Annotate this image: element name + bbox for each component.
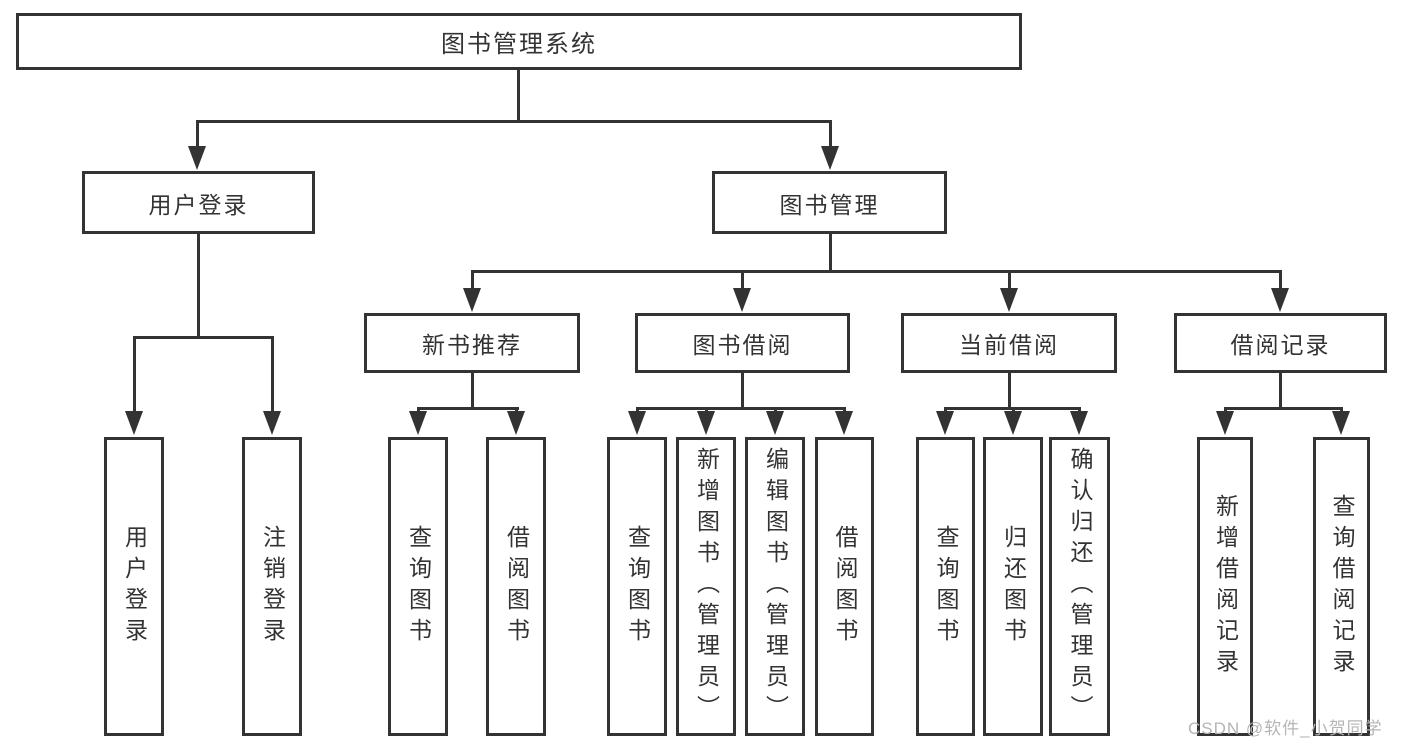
arrow-down-icon <box>697 411 715 435</box>
arrow-down-icon <box>463 288 481 312</box>
leaf-label: 查询图书 <box>624 524 651 649</box>
connector-level2-bus <box>196 120 832 123</box>
connector-trunk <box>471 373 474 409</box>
connector-stub <box>741 273 744 291</box>
connector-trunk <box>1008 373 1011 409</box>
connector-stub <box>471 273 474 291</box>
node-book-borrow: 图书借阅 <box>635 313 850 373</box>
connector-trunk <box>1279 373 1282 409</box>
node-leaf-user-login: 用户登录 <box>104 437 164 736</box>
connector-bus <box>417 407 519 410</box>
leaf-label: 查询图书 <box>405 524 432 649</box>
connector-book-mgmt-trunk <box>829 234 832 272</box>
leaf-label: 注销登录 <box>259 524 286 649</box>
arrow-down-icon <box>1271 288 1289 312</box>
node-leaf-query-borrow-record: 查询借阅记录 <box>1313 437 1370 736</box>
node-new-book-recommend: 新书推荐 <box>364 313 580 373</box>
csdn-watermark: CSDN @软件_小贺同学 <box>1188 719 1383 738</box>
arrow-down-icon <box>1000 288 1018 312</box>
node-leaf-borrow-book-1: 借阅图书 <box>486 437 546 736</box>
connector-level3-bus <box>471 270 1282 273</box>
connector-bus <box>1224 407 1343 410</box>
arrow-down-icon <box>1004 411 1022 435</box>
node-leaf-query-book-3: 查询图书 <box>916 437 975 736</box>
connector-stub <box>829 120 832 150</box>
arrow-down-icon <box>188 146 206 170</box>
node-leaf-query-book-1: 查询图书 <box>388 437 448 736</box>
leaf-label: 查询图书 <box>933 524 959 649</box>
node-leaf-return-book: 归还图书 <box>983 437 1043 736</box>
connector-stub <box>1279 273 1282 291</box>
connector-trunk <box>741 373 744 409</box>
leaf-label: 新增借阅记录 <box>1212 493 1239 680</box>
node-leaf-confirm-return: 确认归还（管理员） <box>1049 437 1110 736</box>
node-user-login: 用户登录 <box>82 171 315 234</box>
connector-stub <box>133 339 136 413</box>
leaf-label: 确认归还（管理员） <box>1067 447 1093 726</box>
arrow-down-icon <box>835 411 853 435</box>
node-leaf-add-book: 新增图书（管理员） <box>676 437 736 736</box>
node-leaf-add-borrow-record: 新增借阅记录 <box>1197 437 1253 736</box>
leaf-label: 借阅图书 <box>503 524 530 649</box>
connector-root-trunk <box>517 70 520 122</box>
arrow-down-icon <box>733 288 751 312</box>
leaf-label: 归还图书 <box>1000 524 1027 649</box>
node-leaf-query-book-2: 查询图书 <box>607 437 667 736</box>
connector-stub <box>271 339 274 413</box>
connector-user-login-trunk <box>197 234 200 338</box>
arrow-down-icon <box>628 411 646 435</box>
arrow-down-icon <box>821 146 839 170</box>
node-leaf-logout: 注销登录 <box>242 437 302 736</box>
arrow-down-icon <box>1070 411 1088 435</box>
arrow-down-icon <box>1216 411 1234 435</box>
node-current-borrow: 当前借阅 <box>901 313 1117 373</box>
arrow-down-icon <box>1332 411 1350 435</box>
leaf-label: 新增图书（管理员） <box>693 447 720 726</box>
connector-stub <box>1008 273 1011 291</box>
arrow-down-icon <box>263 411 281 435</box>
connector-stub <box>196 120 199 150</box>
arrow-down-icon <box>936 411 954 435</box>
connector-user-login-bus <box>133 336 274 339</box>
leaf-label: 借阅图书 <box>832 524 858 649</box>
connector-bus <box>636 407 846 410</box>
node-book-management: 图书管理 <box>712 171 947 234</box>
arrow-down-icon <box>766 411 784 435</box>
node-leaf-borrow-book-2: 借阅图书 <box>815 437 874 736</box>
leaf-label: 编辑图书（管理员） <box>762 447 789 726</box>
node-leaf-edit-book: 编辑图书（管理员） <box>745 437 805 736</box>
arrow-down-icon <box>409 411 427 435</box>
node-root: 图书管理系统 <box>16 13 1022 70</box>
connector-bus <box>944 407 1081 410</box>
arrow-down-icon <box>507 411 525 435</box>
leaf-label: 查询借阅记录 <box>1329 493 1355 680</box>
node-borrow-record: 借阅记录 <box>1174 313 1387 373</box>
leaf-label: 用户登录 <box>121 524 148 649</box>
arrow-down-icon <box>125 411 143 435</box>
